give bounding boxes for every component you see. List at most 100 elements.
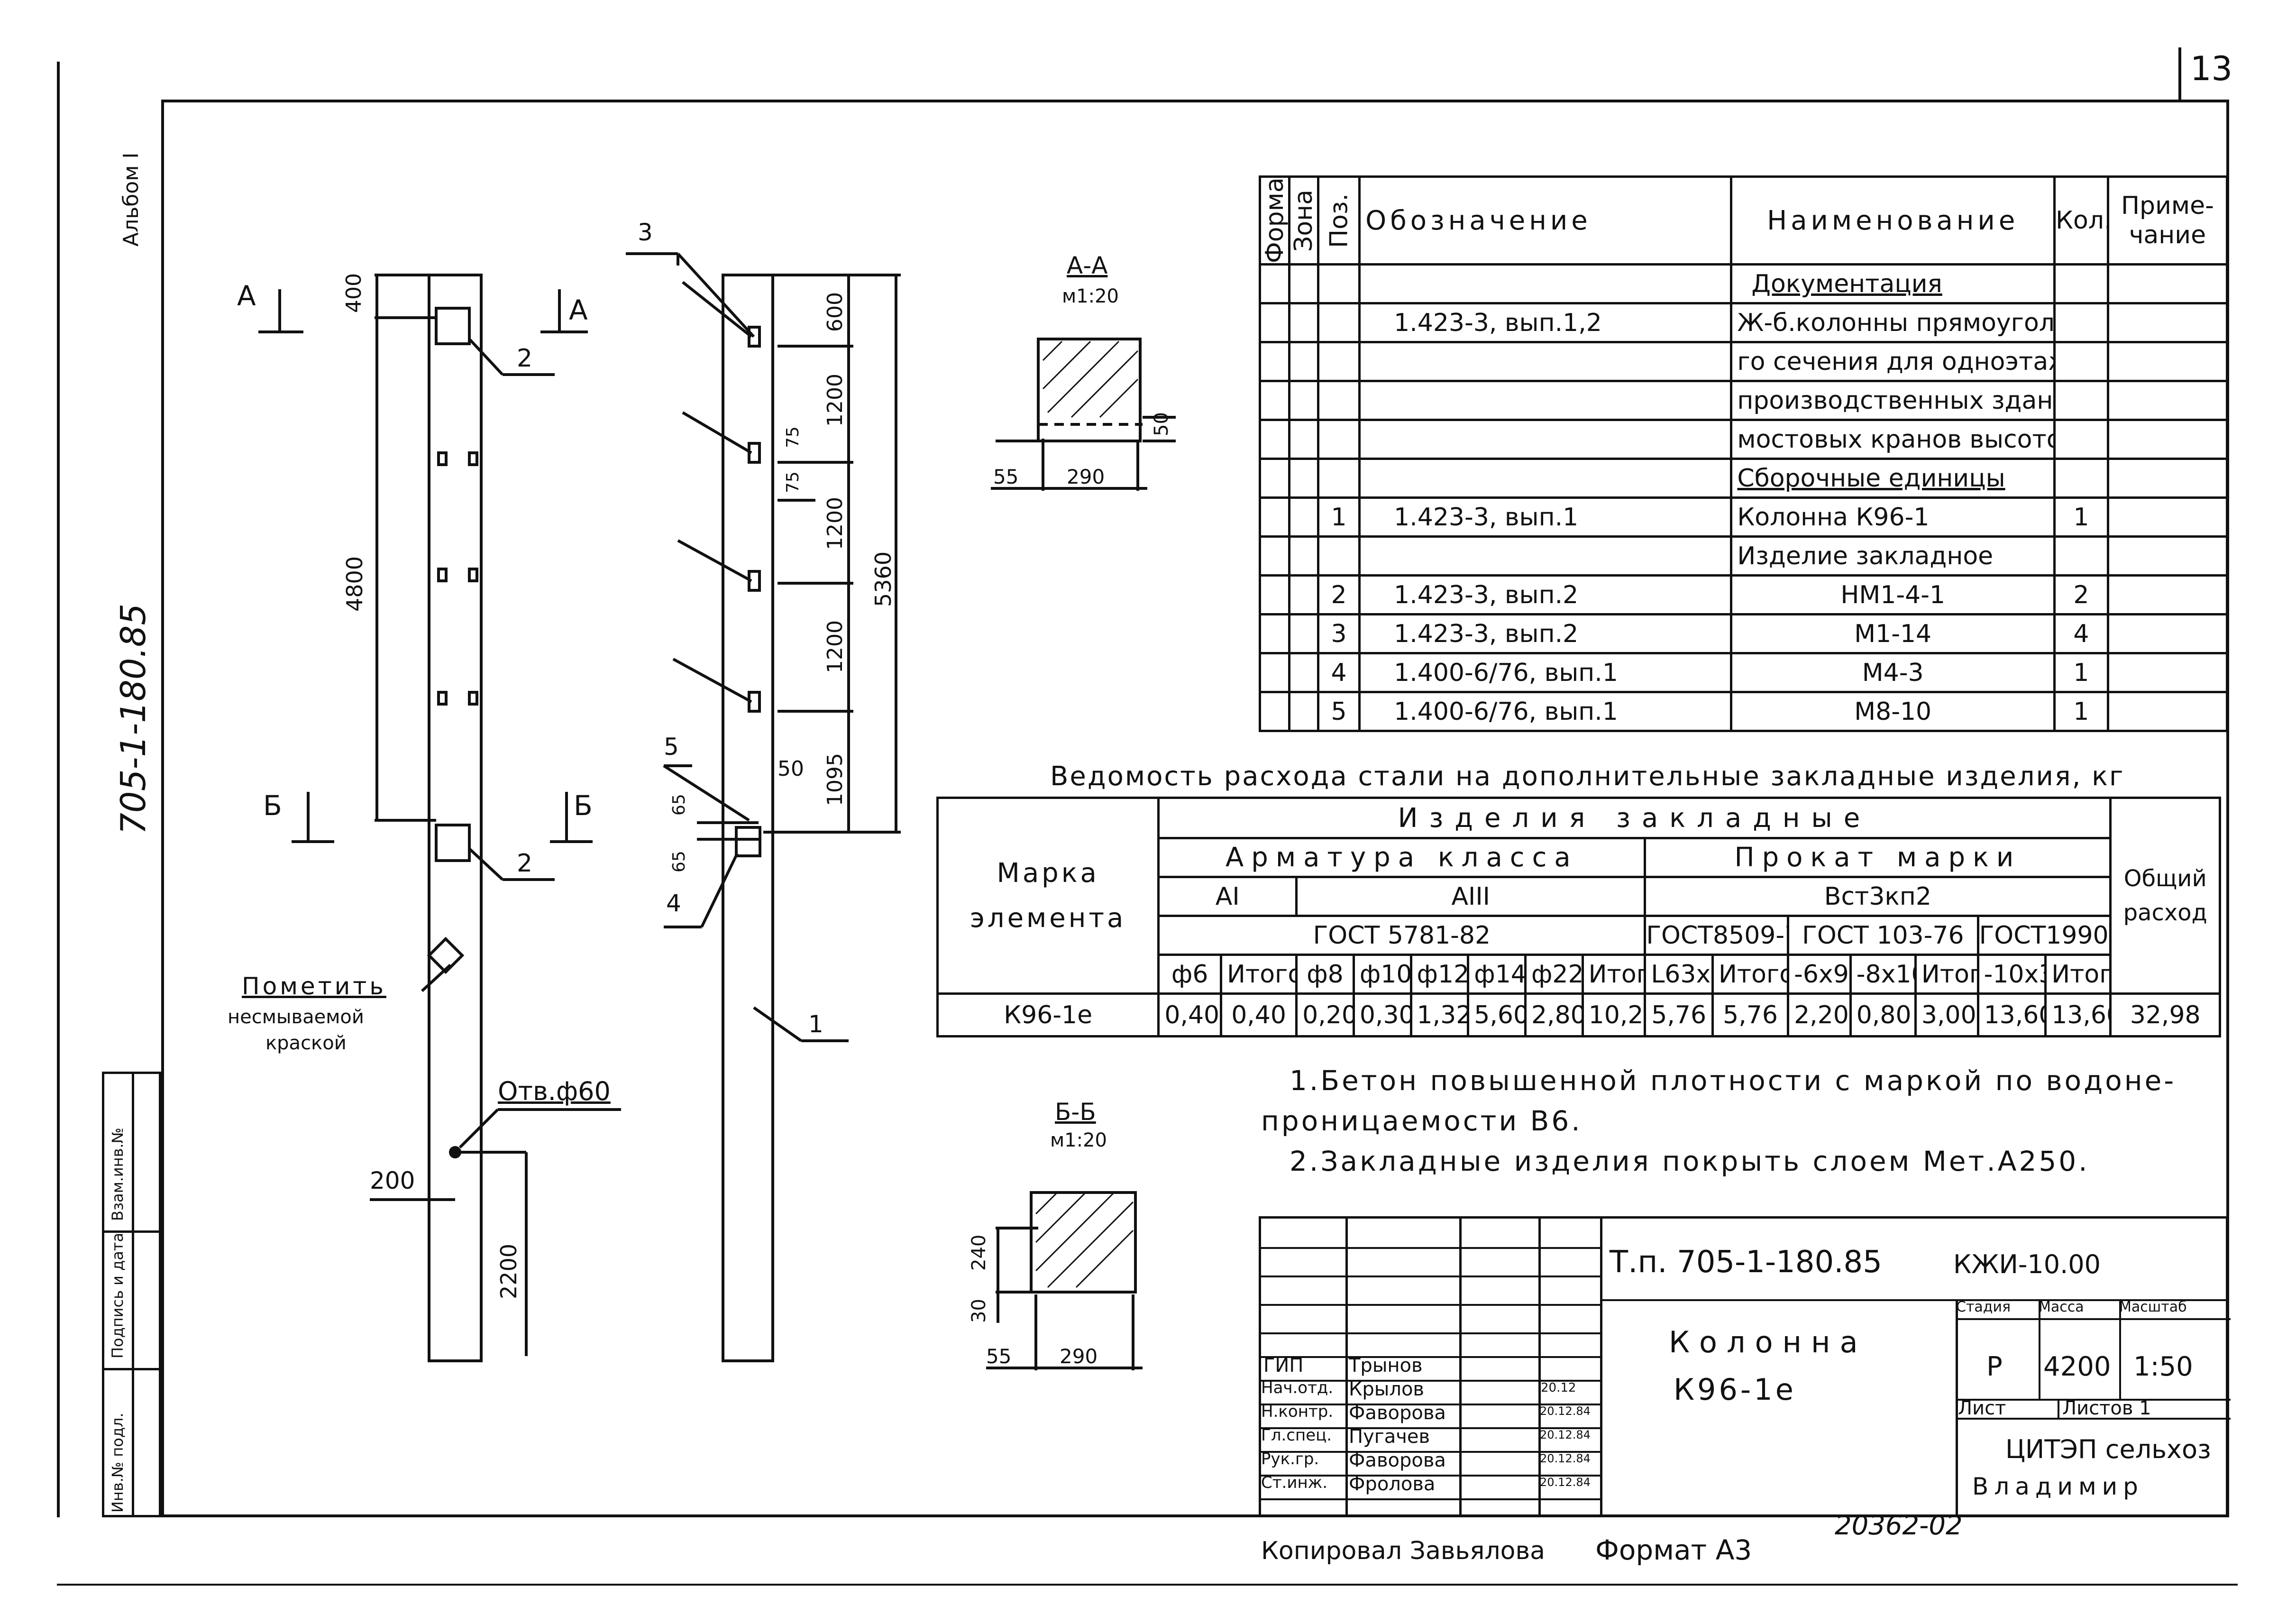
page-number: 13 bbox=[2190, 49, 2233, 88]
callout-4: 4 bbox=[666, 890, 681, 917]
section-bb-title: Б-Б bbox=[1055, 1098, 1096, 1126]
org-name: ЦИТЭП сельхоз bbox=[2005, 1434, 2211, 1464]
hole-label: Отв.ф60 bbox=[498, 1076, 611, 1106]
project-number: Т.п. 705-1-180.85 bbox=[1610, 1245, 1882, 1280]
staff-date-3: 20.12.84 bbox=[1540, 1428, 1591, 1441]
dim-200: 200 bbox=[370, 1167, 415, 1194]
spec-table: Формат Зона Поз. Обозначение Наименовани… bbox=[1259, 175, 2229, 732]
header-format: Формат bbox=[1260, 176, 1289, 265]
section-aa-dim-290: 290 bbox=[1067, 465, 1105, 488]
title-block bbox=[1259, 1216, 2231, 1517]
page-number-box bbox=[2178, 47, 2181, 100]
dim-75-a: 75 bbox=[783, 426, 803, 448]
section-b-label-right: Б bbox=[574, 789, 593, 822]
dim-2200: 2200 bbox=[496, 1243, 521, 1299]
stage-label: Стадия bbox=[1956, 1299, 2011, 1315]
staff-date-5: 20.12.84 bbox=[1540, 1476, 1591, 1489]
section-bb-dim-240: 240 bbox=[968, 1234, 990, 1271]
staff-name-2: Фаворова bbox=[1349, 1402, 1446, 1424]
staff-date-2: 20.12.84 bbox=[1540, 1404, 1591, 1418]
staff-name-3: Пугачев bbox=[1349, 1426, 1430, 1448]
staff-name-1: Крылов bbox=[1349, 1378, 1424, 1400]
note-2: 2.Закладные изделия покрыть слоем Мет.А2… bbox=[1290, 1145, 2090, 1177]
staff-date-4: 20.12.84 bbox=[1540, 1452, 1591, 1465]
staff-name-5: Фролова bbox=[1349, 1473, 1436, 1495]
staff-role-2: Н.контр. bbox=[1261, 1402, 1334, 1421]
dim-1200-b: 1200 bbox=[823, 497, 847, 550]
callout-2-top: 2 bbox=[517, 344, 533, 373]
spec-row: 1.423-3, вып.1,2Ж-б.колонны прямоугольно… bbox=[1259, 302, 2229, 343]
header-name: Наименование bbox=[1730, 175, 2056, 266]
staff-date-1: 20.12 bbox=[1541, 1381, 1576, 1395]
doc-code: КЖИ-10.00 bbox=[1953, 1249, 2101, 1279]
note-1: 1.Бетон повышенной плотности с маркой по… bbox=[1290, 1064, 2177, 1097]
dim-75-b: 75 bbox=[783, 471, 803, 493]
callout-5: 5 bbox=[664, 733, 679, 761]
dim-1200-a: 1200 bbox=[823, 374, 847, 427]
staff-name-0: Трынов bbox=[1349, 1355, 1423, 1376]
stamp-vzam-inv: Взам.инв.№ bbox=[109, 1128, 127, 1221]
spec-row: Сборочные единицы bbox=[1259, 458, 2229, 499]
org-city: Владимир bbox=[1972, 1473, 2144, 1500]
staff-role-4: Рук.гр. bbox=[1261, 1450, 1319, 1468]
class-ai: АI bbox=[1157, 876, 1298, 917]
object-name: Колонна bbox=[1669, 1325, 1867, 1359]
stamp-inv-podl: Инв.№ подл. bbox=[109, 1413, 127, 1513]
gost-rolled-1: ГОСТ8509-72* bbox=[1644, 915, 1790, 956]
dim-1095: 1095 bbox=[823, 753, 847, 806]
inventory-number: 20362-02 bbox=[1835, 1510, 1963, 1541]
spec-row: мостовых кранов высотой до 9,6м bbox=[1259, 419, 2229, 460]
section-bb-dim-55: 55 bbox=[986, 1345, 1012, 1368]
spec-row: Изделие закладное bbox=[1259, 535, 2229, 577]
mark-note-1: Пометить bbox=[242, 973, 386, 1000]
dim-65-a: 65 bbox=[669, 794, 689, 816]
dim-600: 600 bbox=[823, 292, 847, 332]
dim-65-b: 65 bbox=[669, 851, 689, 872]
side-stamp: Инв.№ подл. Подпись и дата Взам.инв.№ bbox=[102, 1072, 161, 1517]
drawing-frame bbox=[161, 100, 2229, 1517]
mark-note-2: несмываемой bbox=[228, 1006, 364, 1028]
format-label: Формат А3 bbox=[1595, 1534, 1752, 1566]
album-label: Альбом I bbox=[119, 152, 143, 247]
header-note: Приме-чание bbox=[2106, 175, 2229, 266]
staff-role-3: Гл.спец. bbox=[1261, 1426, 1332, 1445]
header-designation: Обозначение bbox=[1358, 175, 1733, 266]
spec-row: производственных зданий без bbox=[1259, 380, 2229, 421]
section-a-label-right: А bbox=[569, 294, 588, 326]
dim-50: 50 bbox=[778, 757, 804, 781]
staff-role-1: Нач.отд. bbox=[1261, 1378, 1334, 1397]
callout-1: 1 bbox=[808, 1010, 823, 1038]
spec-row: го сечения для одноэтажных bbox=[1259, 341, 2229, 382]
rebar-header: Арматура класса bbox=[1157, 837, 1647, 878]
stage-value: Р bbox=[1986, 1351, 2003, 1382]
section-aa-scale: м1:20 bbox=[1062, 285, 1119, 307]
group-header: Изделия закладные bbox=[1157, 797, 2112, 839]
staff-name-4: Фаворова bbox=[1349, 1450, 1446, 1471]
gost-rolled-2: ГОСТ 103-76 bbox=[1787, 915, 1979, 956]
staff-role-0: ГИП bbox=[1263, 1355, 1304, 1376]
section-aa-dim-50: 50 bbox=[1151, 412, 1172, 436]
section-a-label-left: А bbox=[237, 280, 256, 312]
section-bb-scale: м1:20 bbox=[1050, 1129, 1107, 1151]
note-1-cont: проницаемости В6. bbox=[1261, 1105, 1583, 1137]
gost-rebar: ГОСТ 5781-82 bbox=[1157, 915, 1647, 956]
class-aiii: АIII bbox=[1295, 876, 1647, 917]
callout-3: 3 bbox=[638, 219, 653, 246]
header-pos: Поз. bbox=[1318, 176, 1360, 265]
dim-4800: 4800 bbox=[342, 556, 367, 612]
mark-note-3: краской bbox=[265, 1032, 347, 1054]
scale-label: Масштаб bbox=[2119, 1299, 2187, 1315]
dim-5360: 5360 bbox=[870, 551, 896, 607]
sheet-label: Лист bbox=[1958, 1397, 2006, 1419]
scale-value: 1:50 bbox=[2133, 1351, 2193, 1382]
section-aa-title: А-А bbox=[1067, 252, 1108, 279]
